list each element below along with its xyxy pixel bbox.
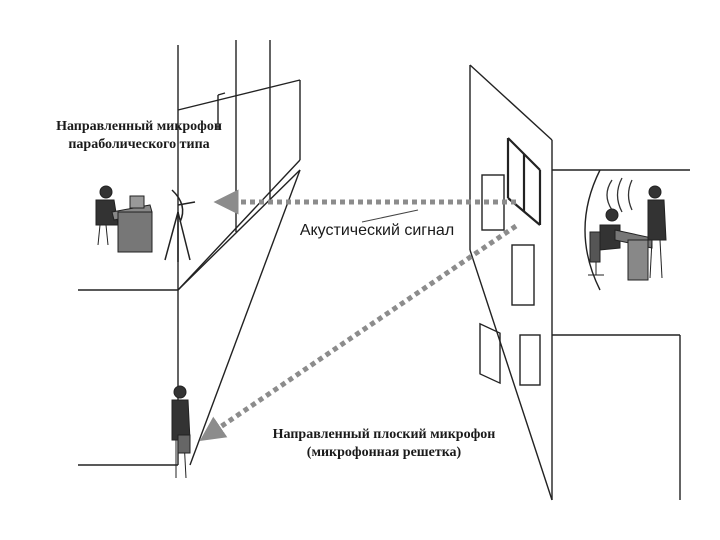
arrow-to-flat-mic (199, 223, 518, 442)
flat-label-line2: (микрофонная решетка) (306, 445, 462, 460)
flat-microphone-label: Направленный плоский микрофон (микрофонн… (244, 426, 524, 462)
flat-label-line1: Направленный плоский микрофон (272, 427, 496, 442)
left-building (78, 40, 301, 466)
parabolic-dish-icon (164, 189, 196, 262)
parabolic-label-line2: параболического типа (68, 137, 210, 152)
sound-waves (606, 177, 633, 213)
parabolic-label-line1: Направленный микрофон (56, 119, 222, 134)
parabolic-microphone-label: Направленный микрофон параболического ти… (24, 118, 254, 154)
signal-label-leader (361, 209, 419, 223)
parabolic-microphone-operator (95, 185, 153, 253)
right-building (469, 64, 690, 501)
acoustic-signal-label: Акустический сигнал (299, 222, 455, 239)
speakers-at-table (588, 185, 667, 281)
flat-microphone-operator (171, 385, 191, 479)
window-source (506, 137, 542, 226)
